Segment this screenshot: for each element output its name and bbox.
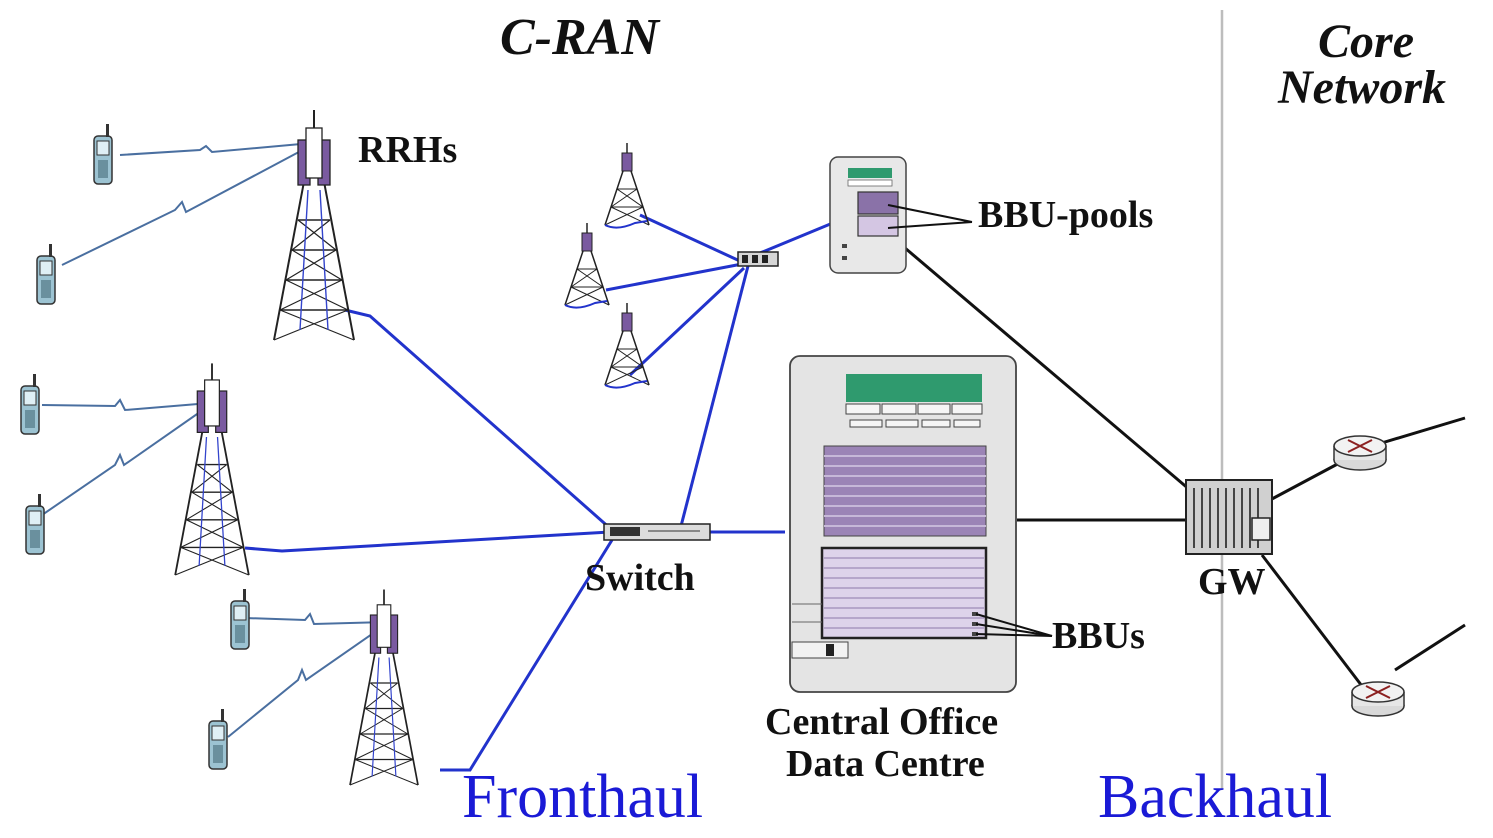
switch-icon [603,523,711,541]
bbu-pools-label: BBU-pools [978,194,1154,236]
cran-title: C-RAN [500,9,659,66]
fronthaul-links [244,213,841,772]
core-network-title-line2: Network [1278,61,1446,114]
fronthaul-label: Fronthaul [462,763,704,831]
rrh-towers [174,109,419,786]
user-phones [20,123,250,770]
rrh-tower-icon [174,362,250,576]
wireless-links [41,142,386,738]
router-icon [1351,681,1405,717]
phone-icon [20,373,40,435]
gateway-icon [1185,479,1273,555]
bbus-pointers [975,613,1053,637]
backhaul-links [904,246,1466,691]
aggregation-switch-icon [737,251,779,267]
phone-icon [36,243,56,305]
central-office-label-line1: Central Office [765,701,999,743]
phone-icon [93,123,113,185]
small-tower-icon [564,222,610,309]
backhaul-label: Backhaul [1098,763,1333,831]
gw-label: GW [1198,561,1266,603]
central-office-label-line2: Data Centre [786,743,985,785]
phone-icon [208,708,228,770]
bbu-pools-rack [829,156,907,274]
rrhs-label: RRHs [358,129,458,171]
core-network-title-line1: Core [1318,15,1414,68]
bbu-pools-pointers [887,204,973,229]
bbus-label: BBUs [1052,615,1145,657]
switch-label: Switch [585,557,695,599]
small-cell-towers [564,142,650,389]
rrh-tower-icon [349,588,419,786]
central-office-rack [789,355,1017,693]
phone-icon [230,588,250,650]
small-tower-icon [604,302,650,389]
router-icon [1333,435,1387,471]
phone-icon [25,493,45,555]
